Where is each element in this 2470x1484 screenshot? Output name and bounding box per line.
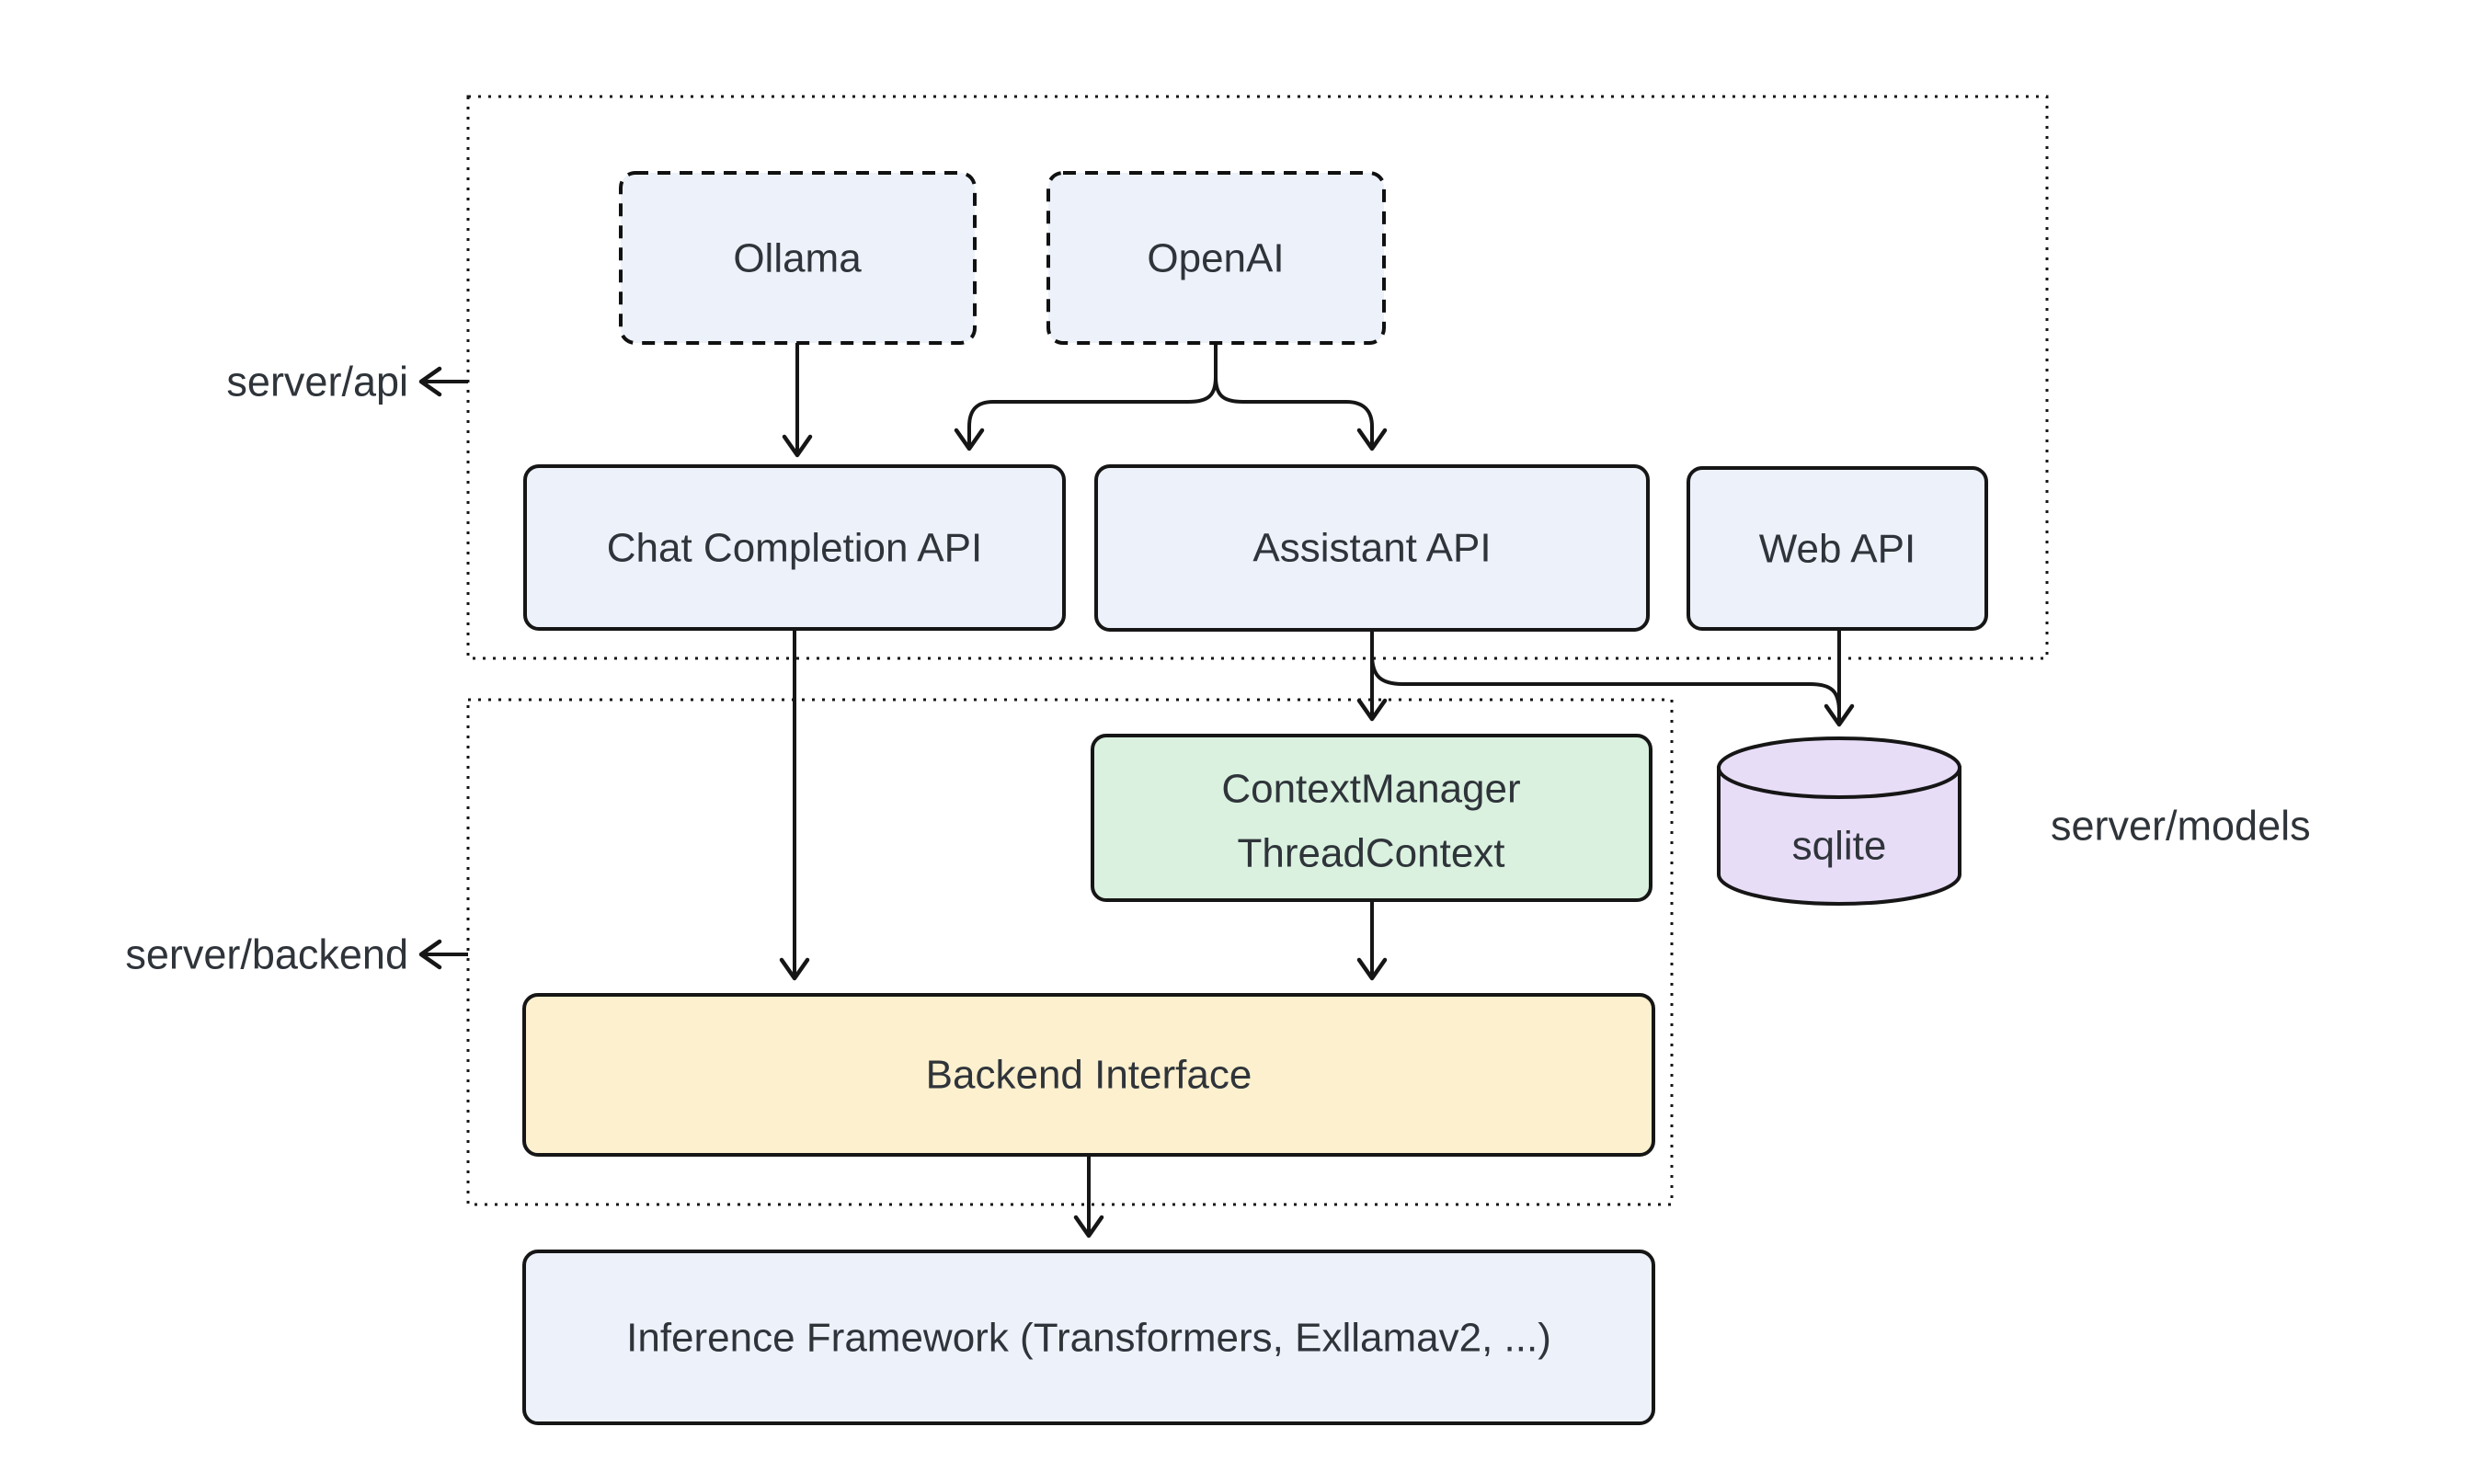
openai-box bbox=[1046, 171, 1386, 345]
node-context-manager: ContextManager ThreadContext bbox=[1091, 734, 1652, 902]
node-assistant-api: Assistant API bbox=[1094, 464, 1650, 632]
sqlite-cylinder-top bbox=[1717, 736, 1961, 799]
web-api-box bbox=[1687, 466, 1988, 631]
node-inference-framework: Inference Framework (Transformers, Exlla… bbox=[522, 1250, 1655, 1425]
assistant-api-box bbox=[1094, 464, 1650, 632]
openai-label: OpenAI bbox=[1147, 236, 1284, 281]
chat-completion-api-box bbox=[523, 464, 1066, 631]
ollama-box bbox=[619, 171, 977, 345]
edge-assistant-api-to-sqlite bbox=[1370, 630, 1841, 713]
server-api-label: server/api bbox=[226, 359, 408, 405]
node-backend-interface: Backend Interface bbox=[522, 993, 1655, 1157]
server-backend-label: server/backend bbox=[125, 931, 408, 978]
chat-completion-api-label: Chat Completion API bbox=[607, 526, 982, 571]
assistant-api-label: Assistant API bbox=[1252, 526, 1491, 571]
edge-openai-to-chat-completion-api bbox=[954, 343, 1218, 451]
ollama-label: Ollama bbox=[733, 236, 862, 281]
inference-framework-label: Inference Framework (Transformers, Exlla… bbox=[626, 1316, 1551, 1361]
server-api-container bbox=[466, 95, 2049, 660]
context-manager-box bbox=[1091, 734, 1652, 902]
edge-openai-to-assistant-api bbox=[1214, 343, 1388, 451]
node-sqlite: sqlite bbox=[1717, 736, 1961, 906]
backend-interface-label: Backend Interface bbox=[926, 1053, 1252, 1098]
server-models-label: server/models bbox=[2051, 803, 2311, 850]
backend-interface-box bbox=[522, 993, 1655, 1157]
node-ollama: Ollama bbox=[619, 171, 977, 345]
context-manager-label-line1: ContextManager bbox=[1221, 767, 1520, 812]
node-openai: OpenAI bbox=[1046, 171, 1386, 345]
sqlite-cylinder-body bbox=[1717, 766, 1961, 906]
node-chat-completion-api: Chat Completion API bbox=[523, 464, 1066, 631]
sqlite-label: sqlite bbox=[1792, 824, 1887, 869]
inference-framework-box bbox=[522, 1250, 1655, 1425]
node-web-api: Web API bbox=[1687, 466, 1988, 631]
context-manager-label-line2: ThreadContext bbox=[1237, 831, 1504, 876]
web-api-label: Web API bbox=[1759, 527, 1915, 572]
